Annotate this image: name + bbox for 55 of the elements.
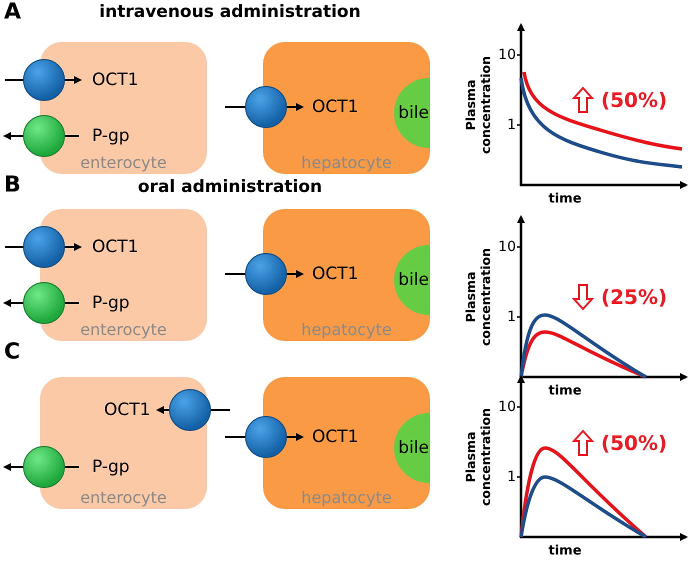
transporter-circle (23, 446, 65, 488)
transporter-label: OCT1 (92, 237, 138, 257)
transporter-label: OCT1 (312, 427, 358, 447)
transporter-label: OCT1 (92, 70, 138, 90)
transporter-circle (23, 226, 65, 268)
tick-label: 10 (498, 399, 516, 415)
cell-box (263, 377, 430, 509)
cell-box (263, 42, 430, 174)
cell-name: hepatocyte (300, 488, 393, 507)
tick-label: 10 (498, 47, 516, 63)
cell-box (263, 209, 430, 341)
bile-region: bile (394, 413, 430, 483)
transporter-label: OCT1 (104, 400, 150, 420)
panel-letter: B (4, 172, 21, 198)
tick-label: 1 (507, 469, 516, 485)
transporter-label: OCT1 (312, 264, 358, 284)
percent-change-label: (50%) (601, 88, 668, 112)
transporter-circle (23, 282, 65, 324)
cell-name: enterocyte (79, 320, 168, 339)
cell-box (40, 377, 207, 509)
arrow (3, 463, 23, 471)
transporter-circle (245, 253, 287, 295)
cell-box (40, 209, 207, 341)
transporter-circle (23, 59, 65, 101)
axis-title: Plasma concentration (463, 247, 493, 348)
axis-title: time (548, 192, 582, 206)
axis-title: time (548, 384, 582, 398)
axis-title: Plasma concentration (463, 407, 493, 508)
bile-region: bile (394, 245, 430, 315)
arrow (3, 132, 23, 140)
axis-title: time (548, 544, 582, 558)
percent-change-label: (25%) (601, 285, 668, 309)
cell-name: enterocyte (79, 488, 168, 507)
transporter-label: OCT1 (312, 97, 358, 117)
tick-label: 1 (507, 309, 516, 325)
bile-region: bile (394, 78, 430, 148)
axis-title: Plasma concentration (463, 55, 493, 156)
panel-title: oral administration (138, 177, 322, 197)
transporter-label: P-gp (92, 126, 130, 146)
cell-name: hepatocyte (300, 320, 393, 339)
percent-change-label: (50%) (601, 431, 668, 455)
transporter-circle (245, 416, 287, 458)
panel-letter: A (4, 0, 22, 24)
cell-box (40, 42, 207, 174)
tick-label: 10 (498, 239, 516, 255)
panel-title: intravenous administration (99, 2, 361, 22)
tick-label: 1 (507, 117, 516, 133)
cell-name: hepatocyte (300, 153, 393, 172)
transporter-circle (245, 86, 287, 128)
panel-letter: C (4, 340, 20, 364)
cell-name: enterocyte (79, 153, 168, 172)
arrow (3, 299, 23, 307)
transporter-label: P-gp (92, 293, 130, 313)
transporter-circle (23, 115, 65, 157)
transporter-label: P-gp (92, 457, 130, 477)
